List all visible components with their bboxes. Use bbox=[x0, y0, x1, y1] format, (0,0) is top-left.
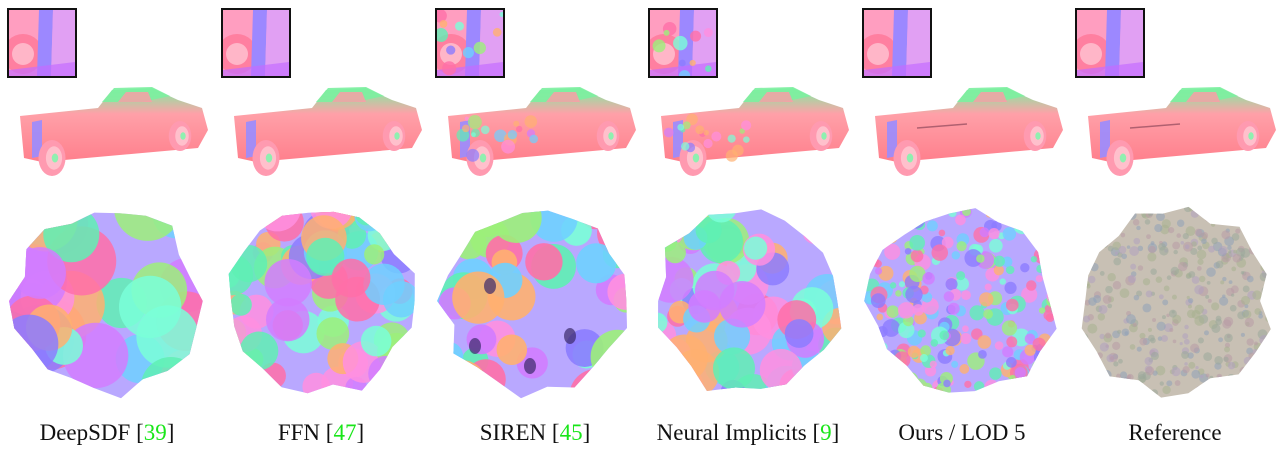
car-render bbox=[857, 78, 1067, 188]
method-name: SIREN bbox=[479, 420, 547, 445]
citation-link[interactable]: 39 bbox=[143, 420, 167, 445]
caption: Reference bbox=[1068, 420, 1282, 446]
panel-deepsdf: DeepSDF [39] bbox=[0, 0, 214, 452]
car-render bbox=[643, 78, 853, 188]
close-bracket: ] bbox=[166, 420, 175, 445]
panel-siren: SIREN [45] bbox=[428, 0, 642, 452]
method-name: Reference bbox=[1128, 420, 1222, 445]
shape-render bbox=[430, 196, 640, 406]
open-bracket: [ bbox=[325, 420, 334, 445]
panel-neural-implicits: Neural Implicits [9] bbox=[641, 0, 855, 452]
caption: Ours / LOD 5 bbox=[855, 420, 1069, 446]
caption: FFN [47] bbox=[214, 420, 428, 446]
car-render bbox=[1070, 78, 1280, 188]
zoom-inset bbox=[1075, 8, 1145, 78]
shape-render bbox=[1070, 196, 1280, 406]
caption: Neural Implicits [9] bbox=[641, 420, 855, 446]
zoom-inset bbox=[221, 8, 291, 78]
caption: SIREN [45] bbox=[428, 420, 642, 446]
panel-reference: Reference bbox=[1068, 0, 1282, 452]
shape-render bbox=[2, 196, 212, 406]
caption: DeepSDF [39] bbox=[0, 420, 214, 446]
close-bracket: ] bbox=[356, 420, 365, 445]
citation-link[interactable]: 47 bbox=[333, 420, 357, 445]
method-name: DeepSDF bbox=[39, 420, 131, 445]
open-bracket: [ bbox=[551, 420, 560, 445]
close-bracket: ] bbox=[831, 420, 840, 445]
method-name: Neural Implicits bbox=[656, 420, 807, 445]
open-bracket: [ bbox=[812, 420, 821, 445]
shape-render bbox=[857, 196, 1067, 406]
panel-ours-lod5: Ours / LOD 5 bbox=[855, 0, 1069, 452]
zoom-inset bbox=[648, 8, 718, 78]
open-bracket: [ bbox=[136, 420, 144, 445]
method-name: Ours / LOD 5 bbox=[898, 420, 1026, 445]
zoom-inset bbox=[7, 8, 77, 78]
car-render bbox=[216, 78, 426, 188]
zoom-inset bbox=[862, 8, 932, 78]
zoom-inset bbox=[435, 8, 505, 78]
method-name: FFN bbox=[277, 420, 321, 445]
car-render bbox=[2, 78, 212, 188]
car-render bbox=[430, 78, 640, 188]
panel-ffn: FFN [47] bbox=[214, 0, 428, 452]
close-bracket: ] bbox=[582, 420, 591, 445]
shape-render bbox=[216, 196, 426, 406]
citation-link[interactable]: 45 bbox=[559, 420, 583, 445]
shape-render bbox=[643, 196, 853, 406]
citation-link[interactable]: 9 bbox=[820, 420, 832, 445]
